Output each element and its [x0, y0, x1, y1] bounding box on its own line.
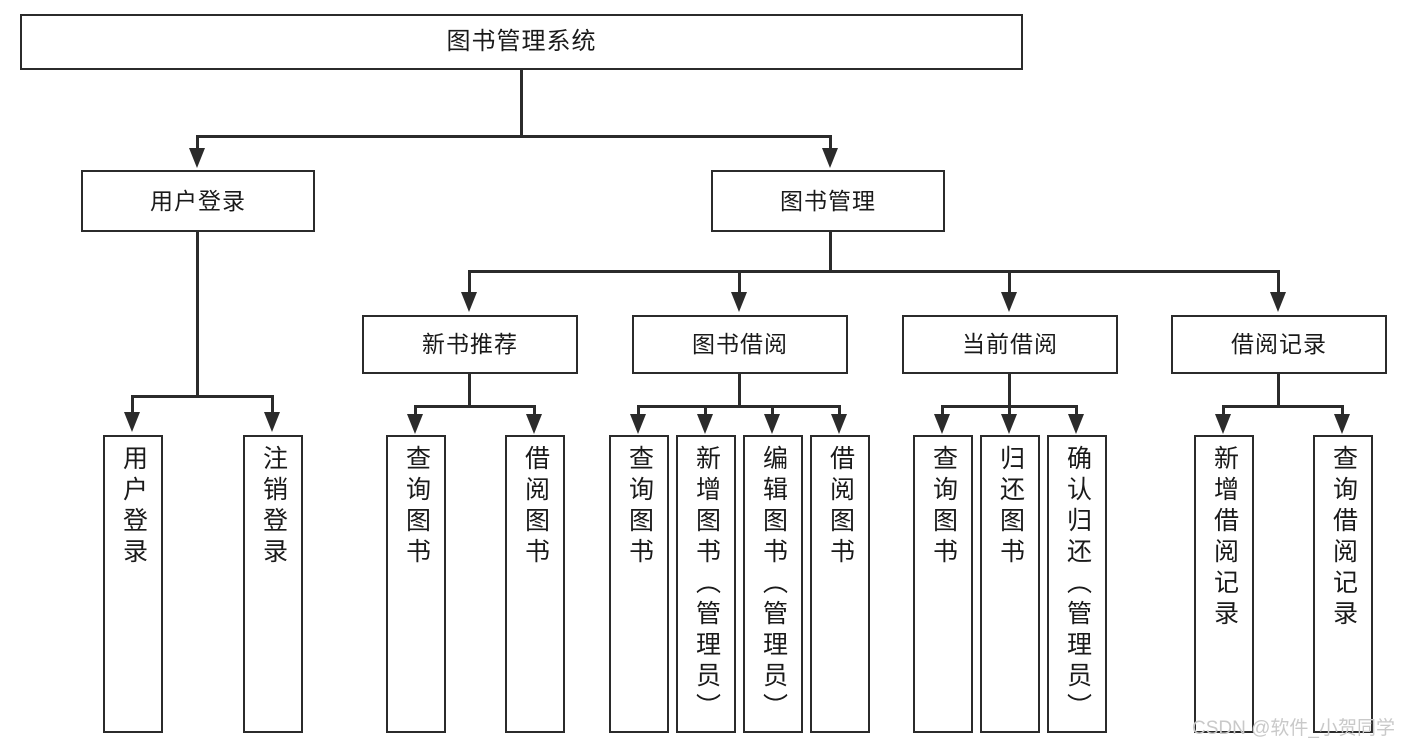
connector-borrow-record-stem	[1277, 374, 1280, 407]
node-leaf-add-book-label: 新增图书（管理员）	[692, 445, 721, 724]
connector-borrow-record-drop-2	[1341, 405, 1344, 419]
connector-new-book-rec-bus	[414, 405, 536, 408]
node-leaf-add-book[interactable]: 新增图书（管理员）	[676, 435, 736, 733]
connector-level2-bus	[196, 135, 832, 138]
arrowhead-leaf-confirm-return	[1068, 414, 1084, 434]
arrowhead-book-manage	[822, 148, 838, 168]
connector-user-login-drop-2	[271, 395, 274, 415]
node-leaf-query-record-label: 查询借阅记录	[1329, 445, 1358, 631]
arrowhead-leaf-edit-book	[764, 414, 780, 434]
arrowhead-leaf-return-book	[1001, 414, 1017, 434]
node-leaf-logout-login-label: 注销登录	[259, 445, 288, 569]
connector-new-book-rec-drop-2	[533, 405, 536, 419]
node-leaf-query-book-3[interactable]: 查询图书	[913, 435, 973, 733]
arrowhead-leaf-logout-login	[264, 412, 280, 432]
arrowhead-current-borrow	[1001, 292, 1017, 312]
connector-book-borrow-bus	[637, 405, 841, 408]
node-leaf-query-book-3-label: 查询图书	[929, 445, 958, 569]
node-leaf-borrow-book-1[interactable]: 借阅图书	[505, 435, 565, 733]
connector-book-borrow-stem	[738, 374, 741, 407]
node-leaf-borrow-book-2-label: 借阅图书	[826, 445, 855, 569]
connector-user-login-bus	[131, 395, 274, 398]
connector-new-book-rec-stem	[468, 374, 471, 407]
arrowhead-leaf-query-book-2	[630, 414, 646, 434]
arrowhead-borrow-record	[1270, 292, 1286, 312]
node-leaf-borrow-book-2[interactable]: 借阅图书	[810, 435, 870, 733]
node-leaf-confirm-return-label: 确认归还（管理员）	[1063, 445, 1092, 724]
connector-user-login-drop-1	[131, 395, 134, 415]
node-leaf-logout-login[interactable]: 注销登录	[243, 435, 303, 733]
node-leaf-user-login[interactable]: 用户登录	[103, 435, 163, 733]
node-leaf-edit-book[interactable]: 编辑图书（管理员）	[743, 435, 803, 733]
csdn-watermark: CSDN @软件_小贺同学	[1192, 718, 1395, 739]
connector-level3-drop-1	[468, 270, 471, 295]
connector-book-manage-stem	[829, 232, 832, 272]
node-leaf-query-book-2-label: 查询图书	[625, 445, 654, 569]
node-leaf-edit-book-label: 编辑图书（管理员）	[759, 445, 788, 724]
node-user-login[interactable]: 用户登录	[81, 170, 315, 232]
connector-user-login-stem	[196, 232, 199, 397]
node-leaf-query-record[interactable]: 查询借阅记录	[1313, 435, 1373, 733]
arrowhead-leaf-add-record	[1215, 414, 1231, 434]
connector-book-borrow-drop-1	[637, 405, 640, 419]
node-leaf-confirm-return[interactable]: 确认归还（管理员）	[1047, 435, 1107, 733]
connector-level3-drop-2	[738, 270, 741, 295]
node-leaf-query-book-1[interactable]: 查询图书	[386, 435, 446, 733]
node-user-login-label: 用户登录	[150, 187, 246, 214]
connector-new-book-rec-drop-1	[414, 405, 417, 419]
arrowhead-book-borrow	[731, 292, 747, 312]
connector-book-borrow-drop-4	[838, 405, 841, 419]
arrowhead-user-login	[189, 148, 205, 168]
node-current-borrow-label: 当前借阅	[962, 331, 1058, 358]
node-root-label: 图书管理系统	[446, 28, 597, 56]
connector-book-borrow-drop-2	[704, 405, 707, 419]
connector-level3-bus	[468, 270, 1280, 273]
node-book-borrow[interactable]: 图书借阅	[632, 315, 848, 374]
node-book-borrow-label: 图书借阅	[692, 331, 788, 358]
connector-level2-drop-2	[829, 135, 832, 152]
arrowhead-leaf-query-book-1	[407, 414, 423, 434]
node-book-manage[interactable]: 图书管理	[711, 170, 945, 232]
node-book-manage-label: 图书管理	[780, 187, 876, 214]
connector-borrow-record-drop-1	[1222, 405, 1225, 419]
arrowhead-leaf-add-book	[697, 414, 713, 434]
arrowhead-leaf-user-login	[124, 412, 140, 432]
connector-current-borrow-drop-1	[941, 405, 944, 419]
connector-level2-drop-1	[196, 135, 199, 152]
node-current-borrow[interactable]: 当前借阅	[902, 315, 1118, 374]
arrowhead-new-book-rec	[461, 292, 477, 312]
connector-level3-drop-3	[1008, 270, 1011, 295]
connector-level3-drop-4	[1277, 270, 1280, 295]
arrowhead-leaf-query-record	[1334, 414, 1350, 434]
connector-current-borrow-drop-3	[1075, 405, 1078, 419]
arrowhead-leaf-borrow-book-1	[526, 414, 542, 434]
node-leaf-query-book-1-label: 查询图书	[402, 445, 431, 569]
arrowhead-leaf-query-book-3	[934, 414, 950, 434]
connector-book-borrow-drop-3	[771, 405, 774, 419]
node-leaf-add-record-label: 新增借阅记录	[1210, 445, 1239, 631]
connector-current-borrow-stem	[1008, 374, 1011, 407]
node-root[interactable]: 图书管理系统	[20, 14, 1023, 70]
connector-current-borrow-drop-2	[1008, 405, 1011, 419]
node-new-book-rec[interactable]: 新书推荐	[362, 315, 578, 374]
node-leaf-return-book-label: 归还图书	[996, 445, 1025, 569]
node-leaf-add-record[interactable]: 新增借阅记录	[1194, 435, 1254, 733]
connector-root-stem	[520, 70, 523, 137]
node-new-book-rec-label: 新书推荐	[422, 331, 518, 358]
node-borrow-record-label: 借阅记录	[1231, 331, 1327, 358]
node-leaf-query-book-2[interactable]: 查询图书	[609, 435, 669, 733]
node-leaf-borrow-book-1-label: 借阅图书	[521, 445, 550, 569]
node-leaf-return-book[interactable]: 归还图书	[980, 435, 1040, 733]
arrowhead-leaf-borrow-book-2	[831, 414, 847, 434]
node-borrow-record[interactable]: 借阅记录	[1171, 315, 1387, 374]
connector-borrow-record-bus	[1222, 405, 1344, 408]
node-leaf-user-login-label: 用户登录	[119, 445, 148, 569]
